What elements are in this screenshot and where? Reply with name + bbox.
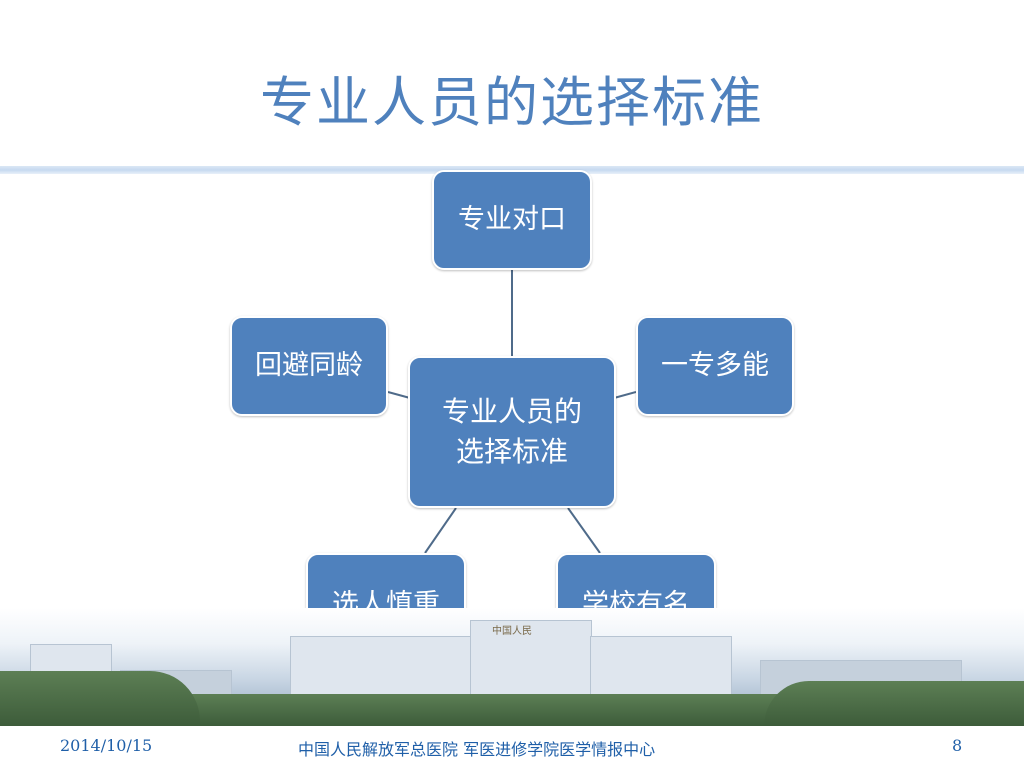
node-top: 专业对口 bbox=[432, 170, 592, 270]
building-sign: 中国人民 bbox=[492, 626, 532, 637]
footer-organization: 中国人民解放军总医院 军医进修学院医学情报中心 bbox=[298, 740, 656, 759]
connector-left bbox=[387, 391, 411, 399]
footer-page-number: 8 bbox=[952, 736, 963, 755]
slide-title: 专业人员的选择标准 bbox=[260, 71, 764, 134]
node-center-line2: 选择标准 bbox=[455, 435, 568, 468]
node-right-label: 一专多能 bbox=[661, 350, 769, 381]
connector-bottom-right bbox=[567, 507, 601, 554]
node-center-line1: 专业人员的 bbox=[441, 395, 582, 428]
connector-bottom-left bbox=[424, 507, 457, 554]
node-top-label: 专业对口 bbox=[458, 204, 566, 235]
node-left: 回避同龄 bbox=[230, 316, 388, 416]
node-center: 专业人员的 选择标准 bbox=[408, 356, 616, 508]
connector-right bbox=[613, 391, 637, 399]
footer-date: 2014/10/15 bbox=[60, 736, 153, 755]
node-right: 一专多能 bbox=[636, 316, 794, 416]
hospital-photo-banner: 中国人民 bbox=[0, 608, 1024, 726]
node-left-label: 回避同龄 bbox=[255, 350, 363, 381]
trees-left bbox=[0, 671, 200, 726]
trees-right bbox=[764, 681, 1024, 726]
building-center bbox=[470, 620, 592, 708]
